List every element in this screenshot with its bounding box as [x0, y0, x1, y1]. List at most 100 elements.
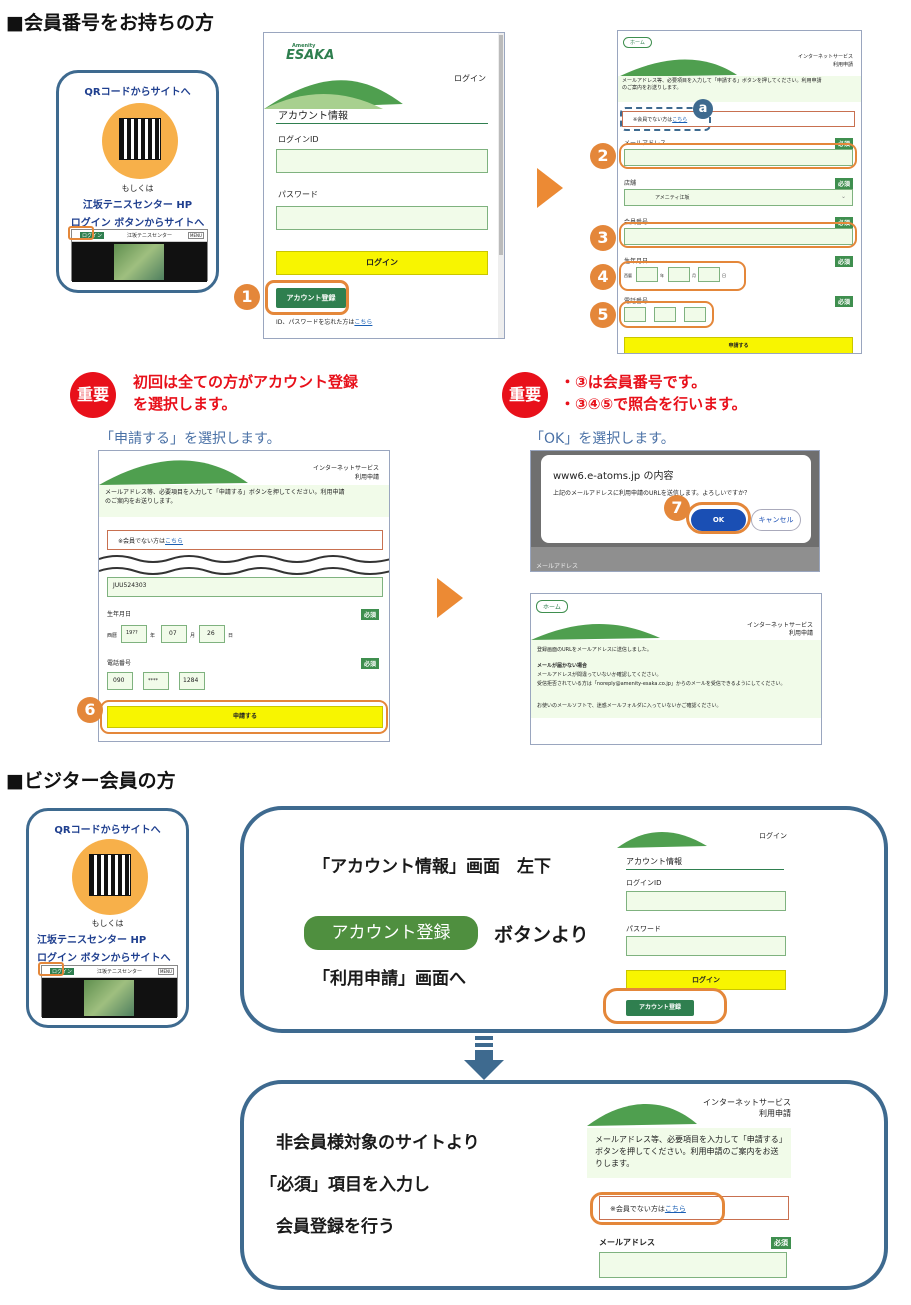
account-register-button[interactable]: アカウント登録 [276, 288, 346, 308]
nonmember-prefix: ※会員でない方は [633, 117, 673, 123]
required-badge: 必須 [834, 296, 853, 307]
account-button-highlight [603, 988, 727, 1024]
home-button[interactable]: ホーム [623, 37, 652, 48]
nonmember-prefix: ※会員でない方は [610, 1205, 665, 1213]
visitor-account-button[interactable]: アカウント登録 [304, 916, 478, 950]
phone-3-input[interactable] [684, 307, 706, 322]
ok-button[interactable]: OK [691, 509, 746, 531]
email-highlight [619, 143, 857, 169]
submit-button[interactable]: 申請する [624, 337, 853, 353]
account-heading: アカウント情報 [278, 111, 348, 122]
service-title: インターネットサービス [312, 465, 379, 472]
submit-highlight [100, 700, 388, 734]
forgot-link[interactable]: こちら [354, 319, 373, 326]
mini-menu[interactable]: MENU [158, 968, 174, 975]
apply-title: 利用申請 [759, 1109, 791, 1118]
birth-month-input[interactable] [668, 267, 690, 282]
nonmember-box: ※会員でない方はこちら [599, 1196, 789, 1220]
email-label: メールアドレス [599, 1238, 655, 1247]
birth-day-value: 26 [207, 630, 215, 637]
phone-2-input[interactable]: **** [143, 672, 169, 690]
nonmember-prefix: ※会員でない方は [118, 538, 166, 545]
store-select[interactable]: アメニティ江坂⌄ [624, 189, 853, 206]
qr-or: もしくは [91, 919, 124, 928]
email-input[interactable] [624, 149, 853, 166]
phone-2-input[interactable] [654, 307, 676, 322]
store-value: アメニティ江坂 [655, 195, 690, 201]
qr-title: QRコードからサイトへ [84, 87, 191, 98]
qr-login-hint: ログイン ボタンからサイトへ [70, 218, 205, 229]
phone-1-input[interactable]: 090 [107, 672, 133, 690]
instruction-area: メールアドレス等、必要項目を入力して「申請する」ボタンを押してください。利用申請… [99, 485, 389, 517]
service-title: インターネットサービス [703, 1098, 791, 1107]
visitor-text-3: 「利用申請」画面へ [313, 969, 466, 989]
birth-month-input[interactable]: 07 [161, 625, 187, 643]
step-1-marker: 1 [234, 284, 260, 310]
visitor-step-box-1: 「アカウント情報」画面 左下 アカウント登録 ボタンより 「利用申請」画面へ ロ… [240, 806, 888, 1033]
sent-line-1: 登録画面のURLをメールアドレスに送信しました。 [537, 647, 652, 653]
qr-code-icon[interactable] [89, 854, 131, 896]
service-title: インターネットサービス [797, 54, 853, 60]
section-title-members: ■会員番号をお持ちの方 [6, 12, 214, 34]
sent-confirmation-screenshot: ホーム インターネットサービス 利用申請 登録画面のURLをメールアドレスに送信… [530, 593, 822, 745]
phone-1-input[interactable] [624, 307, 646, 322]
submit-button[interactable]: 申請する [107, 706, 383, 728]
birth-month-value: 07 [169, 630, 177, 637]
caption-apply: 「申請する」を選択します。 [100, 431, 281, 447]
password-label: パスワード [278, 190, 318, 199]
dialog-message: 上記のメールアドレスに利用申請のURLを送信します。よろしいですか？ [553, 490, 751, 497]
login-id-input[interactable] [626, 891, 786, 911]
visitor-text-5: 「必須」項目を入力し [260, 1175, 430, 1195]
email-input[interactable] [599, 1252, 787, 1278]
instruction-text: メールアドレス等、必要項目を入力して「申請する」ボタンを押してください。利用申請… [595, 1135, 783, 1168]
member-number-input[interactable] [624, 228, 853, 245]
login-id-input[interactable] [276, 149, 488, 173]
birth-year-input[interactable]: 19?? [121, 625, 147, 643]
qr-code-icon[interactable] [119, 118, 161, 160]
nonmember-box: ※会員でない方はこちら [107, 530, 383, 550]
nonmember-link[interactable]: こちら [165, 538, 184, 545]
forgot-prefix: ID、パスワードを忘れた方は [276, 319, 355, 326]
qr-site-name: 江坂テニスセンター HP [37, 935, 147, 946]
mini-site-name: 江坂テニスセンター [97, 969, 143, 975]
account-register-button[interactable]: アカウント登録 [626, 1000, 694, 1016]
password-input[interactable] [626, 936, 786, 956]
step-a-marker: a [693, 99, 713, 119]
birth-day-input[interactable]: 26 [199, 625, 225, 643]
visitor-text-1: 「アカウント情報」画面 左下 [313, 857, 551, 877]
member-number-input[interactable]: JUU524303 [107, 577, 383, 597]
arrow-right-icon [437, 578, 463, 618]
birth-day-input[interactable] [698, 267, 720, 282]
phone-3-input[interactable]: 1284 [179, 672, 205, 690]
required-badge: 必須 [834, 256, 853, 267]
filled-form-screenshot: インターネットサービス 利用申請 メールアドレス等、必要項目を入力して「申請する… [98, 450, 390, 742]
nonmember-link[interactable]: こちら [672, 117, 688, 123]
nonmember-text: ※会員でない方はこちら [610, 1204, 686, 1214]
important-note-1-line-2: を選択します。 [133, 395, 237, 413]
login-button[interactable]: ログイン [626, 970, 786, 990]
mini-login-highlight [38, 962, 64, 976]
member-number-value: JUU524303 [113, 582, 147, 589]
member-highlight [619, 222, 857, 248]
nonmember-link[interactable]: こちら [664, 1205, 686, 1213]
important-note-2-line-2: ・③④⑤で照合を行います。 [560, 395, 747, 413]
visitor-step-box-2: 非会員様対象のサイトより 「必須」項目を入力し 会員登録を行う インターネットサ… [240, 1080, 888, 1290]
service-title: インターネットサービス [746, 622, 813, 629]
year-label: 年 [660, 273, 664, 278]
mini-menu[interactable]: MENU [188, 232, 204, 239]
birth-year-value: 19?? [126, 630, 138, 636]
sent-line-3: 受信拒否されている方は「noreply@amenity-esaka.co.jp」… [537, 681, 786, 687]
nonmember-text: ※会員でない方はこちら [118, 536, 183, 545]
birth-year-input[interactable] [636, 267, 658, 282]
instruction-area: メールアドレス等、必要項目を入力して「申請する」ボタンを押してください。利用申請… [587, 1128, 791, 1178]
home-button[interactable]: ホーム [536, 600, 568, 613]
cancel-button[interactable]: キャンセル [751, 509, 801, 531]
qr-or: もしくは [121, 184, 154, 193]
password-input[interactable] [276, 206, 488, 230]
login-link[interactable]: ログイン [759, 832, 787, 840]
login-link[interactable]: ログイン [454, 74, 486, 83]
apply-title: 利用申請 [354, 474, 379, 481]
instruction-text: メールアドレス等、必要項目を入力して「申請する」ボタンを押してください。利用申請… [622, 78, 822, 91]
account-heading: アカウント情報 [626, 857, 682, 866]
login-button[interactable]: ログイン [276, 251, 488, 275]
